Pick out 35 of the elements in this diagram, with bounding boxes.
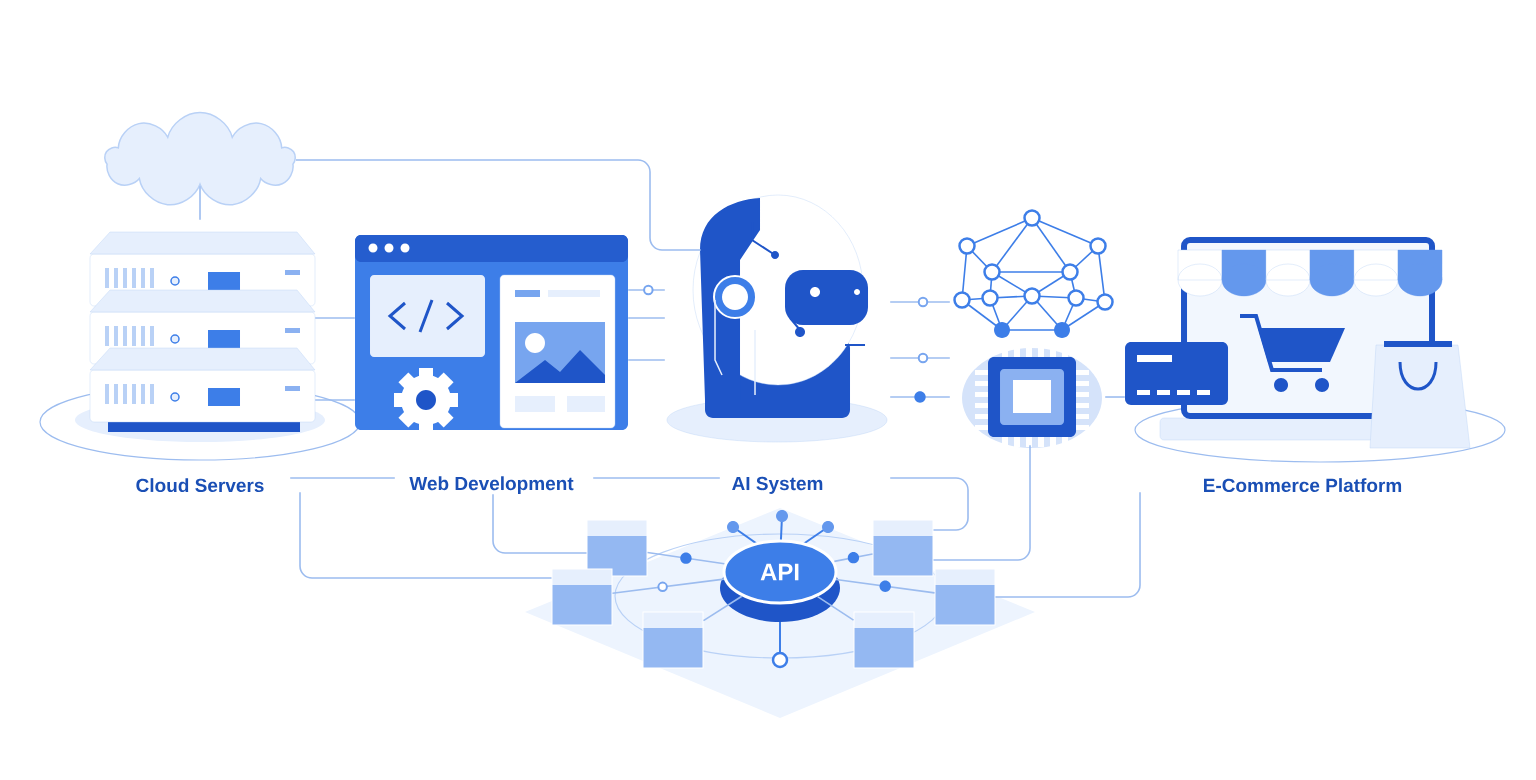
connector-line [816, 595, 855, 621]
cube-icon [551, 568, 613, 626]
connector-line [314, 317, 356, 319]
connector-line [646, 551, 726, 565]
connector-line [627, 359, 666, 361]
network-chip-drawing [953, 209, 1114, 448]
connector-line [889, 296, 951, 308]
connector-line [932, 444, 1031, 561]
node-label: Cloud Servers [136, 478, 264, 493]
node-label: AI System [732, 476, 823, 494]
api-badge: API [722, 539, 838, 605]
node-label: Web Development [409, 476, 574, 494]
node-label: E-Commerce Platform [1204, 478, 1402, 493]
cube-icon [872, 519, 934, 577]
connector-line [627, 284, 666, 296]
connector-line [889, 477, 969, 531]
cube-icon [642, 611, 704, 669]
connector-line [835, 578, 936, 594]
connector-line [592, 477, 721, 479]
cube-icon [934, 568, 996, 626]
connector-line [833, 552, 874, 564]
cube-icon [586, 519, 648, 577]
connector-line [627, 317, 666, 319]
connector-line [994, 491, 1141, 598]
connector-line [199, 185, 201, 221]
connector-line [889, 352, 951, 364]
connector-line [492, 493, 588, 554]
connector-line [702, 595, 743, 622]
connector-line [295, 159, 702, 251]
connector-line [289, 477, 396, 479]
connector-line [889, 391, 951, 403]
connector-line [1104, 396, 1126, 398]
cloud-icon [104, 111, 296, 206]
cube-icon [853, 611, 915, 669]
connector-line [299, 491, 553, 579]
